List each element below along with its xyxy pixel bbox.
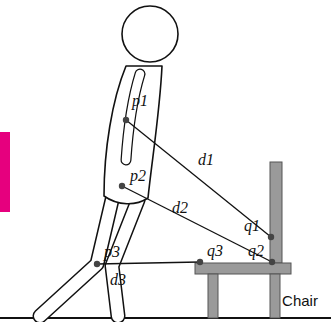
point-label: p3 — [103, 244, 121, 260]
point-label: q1 — [243, 218, 261, 234]
point-label: q2 — [247, 243, 265, 259]
point-dots — [94, 117, 275, 267]
point-label: p2 — [129, 168, 147, 184]
distance-label: d3 — [109, 272, 127, 288]
distance-label: d2 — [171, 200, 189, 216]
side-bar — [0, 132, 10, 212]
distance-label: d1 — [197, 152, 215, 168]
distance-lines — [97, 120, 272, 264]
person-figure — [40, 6, 178, 316]
chair — [195, 162, 291, 318]
point-label: q3 — [206, 243, 224, 259]
point-label: p1 — [131, 93, 149, 109]
chair-label: Chair — [281, 293, 319, 308]
